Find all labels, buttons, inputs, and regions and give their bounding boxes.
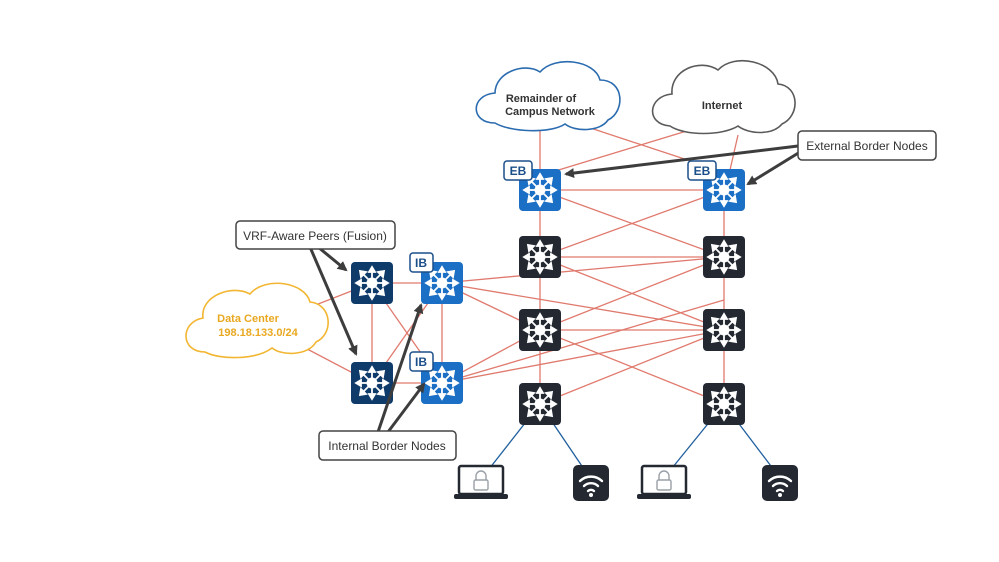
link-ib-bottom-spine-right xyxy=(441,299,725,384)
fabric-switch-row3-left[interactable] xyxy=(519,383,561,425)
fabric-switch-row2-right[interactable] xyxy=(703,309,745,351)
link-ib-bottom-mid-right xyxy=(441,329,725,384)
campus-network-cloud: Remainder of Campus Network xyxy=(475,60,621,132)
internal-border-callout: Internal Border Nodes xyxy=(318,303,457,461)
fusion-switch-bottom[interactable] xyxy=(351,362,393,404)
wireless-ap-icon[interactable] xyxy=(573,465,609,501)
vrf-aware-peers-callout: VRF-Aware Peers (Fusion) xyxy=(235,220,396,356)
link-mid-right-edge-left xyxy=(539,329,725,405)
badge-eb-right: EB xyxy=(687,160,717,181)
badge-eb-right-text: EB xyxy=(694,164,711,178)
laptop-icon[interactable] xyxy=(637,464,691,499)
internet-cloud-label: Internet xyxy=(702,100,743,112)
badge-ib-top: IB xyxy=(409,252,434,273)
internal-border-switch-bottom[interactable] xyxy=(421,362,463,404)
lock-icon xyxy=(473,470,489,491)
callout-arrow xyxy=(317,245,348,272)
callout-arrow xyxy=(376,303,424,433)
fabric-switch-row3-right[interactable] xyxy=(703,383,745,425)
laptop-icon[interactable] xyxy=(454,464,508,499)
fabric-switch-row2-left[interactable] xyxy=(519,309,561,351)
link-internet-eb-left xyxy=(551,129,691,173)
fusion-switch-top[interactable] xyxy=(351,262,393,304)
data-center-cloud: Data Center 198.18.133.0/24 xyxy=(185,282,329,359)
vrf-aware-peers-callout-label: VRF-Aware Peers (Fusion) xyxy=(243,229,387,243)
badge-ib-bottom-text: IB xyxy=(415,355,427,369)
fabric-switch-row1-right[interactable] xyxy=(703,236,745,278)
fabric-switch-row1-left[interactable] xyxy=(519,236,561,278)
link-spine-right-mid-left xyxy=(539,256,725,331)
badge-eb-left: EB xyxy=(503,160,533,181)
callout-arrow xyxy=(564,144,799,179)
callout-arrow xyxy=(746,150,801,186)
data-center-cloud-line2: 198.18.133.0/24 xyxy=(218,327,298,339)
internal-border-callout-label: Internal Border Nodes xyxy=(328,439,445,453)
lock-icon xyxy=(656,470,672,491)
internet-cloud: Internet xyxy=(651,60,796,135)
link-ib-top-mid-right xyxy=(441,282,725,331)
link-ib-top-spine-right xyxy=(441,256,725,284)
external-border-callout-label: External Border Nodes xyxy=(806,139,927,153)
wireless-ap-icon[interactable] xyxy=(762,465,798,501)
external-border-callout: External Border Nodes xyxy=(564,130,937,186)
badge-ib-bottom: IB xyxy=(409,351,434,372)
campus-cloud-line2: Campus Network xyxy=(505,106,596,118)
campus-cloud-line1: Remainder of xyxy=(506,93,577,105)
badge-ib-top-text: IB xyxy=(415,256,427,270)
callout-arrow xyxy=(308,246,358,356)
badge-eb-left-text: EB xyxy=(510,164,527,178)
link-eb-right-spine-left xyxy=(539,189,725,258)
data-center-cloud-line1: Data Center xyxy=(217,313,279,325)
callout-arrow xyxy=(386,382,426,433)
